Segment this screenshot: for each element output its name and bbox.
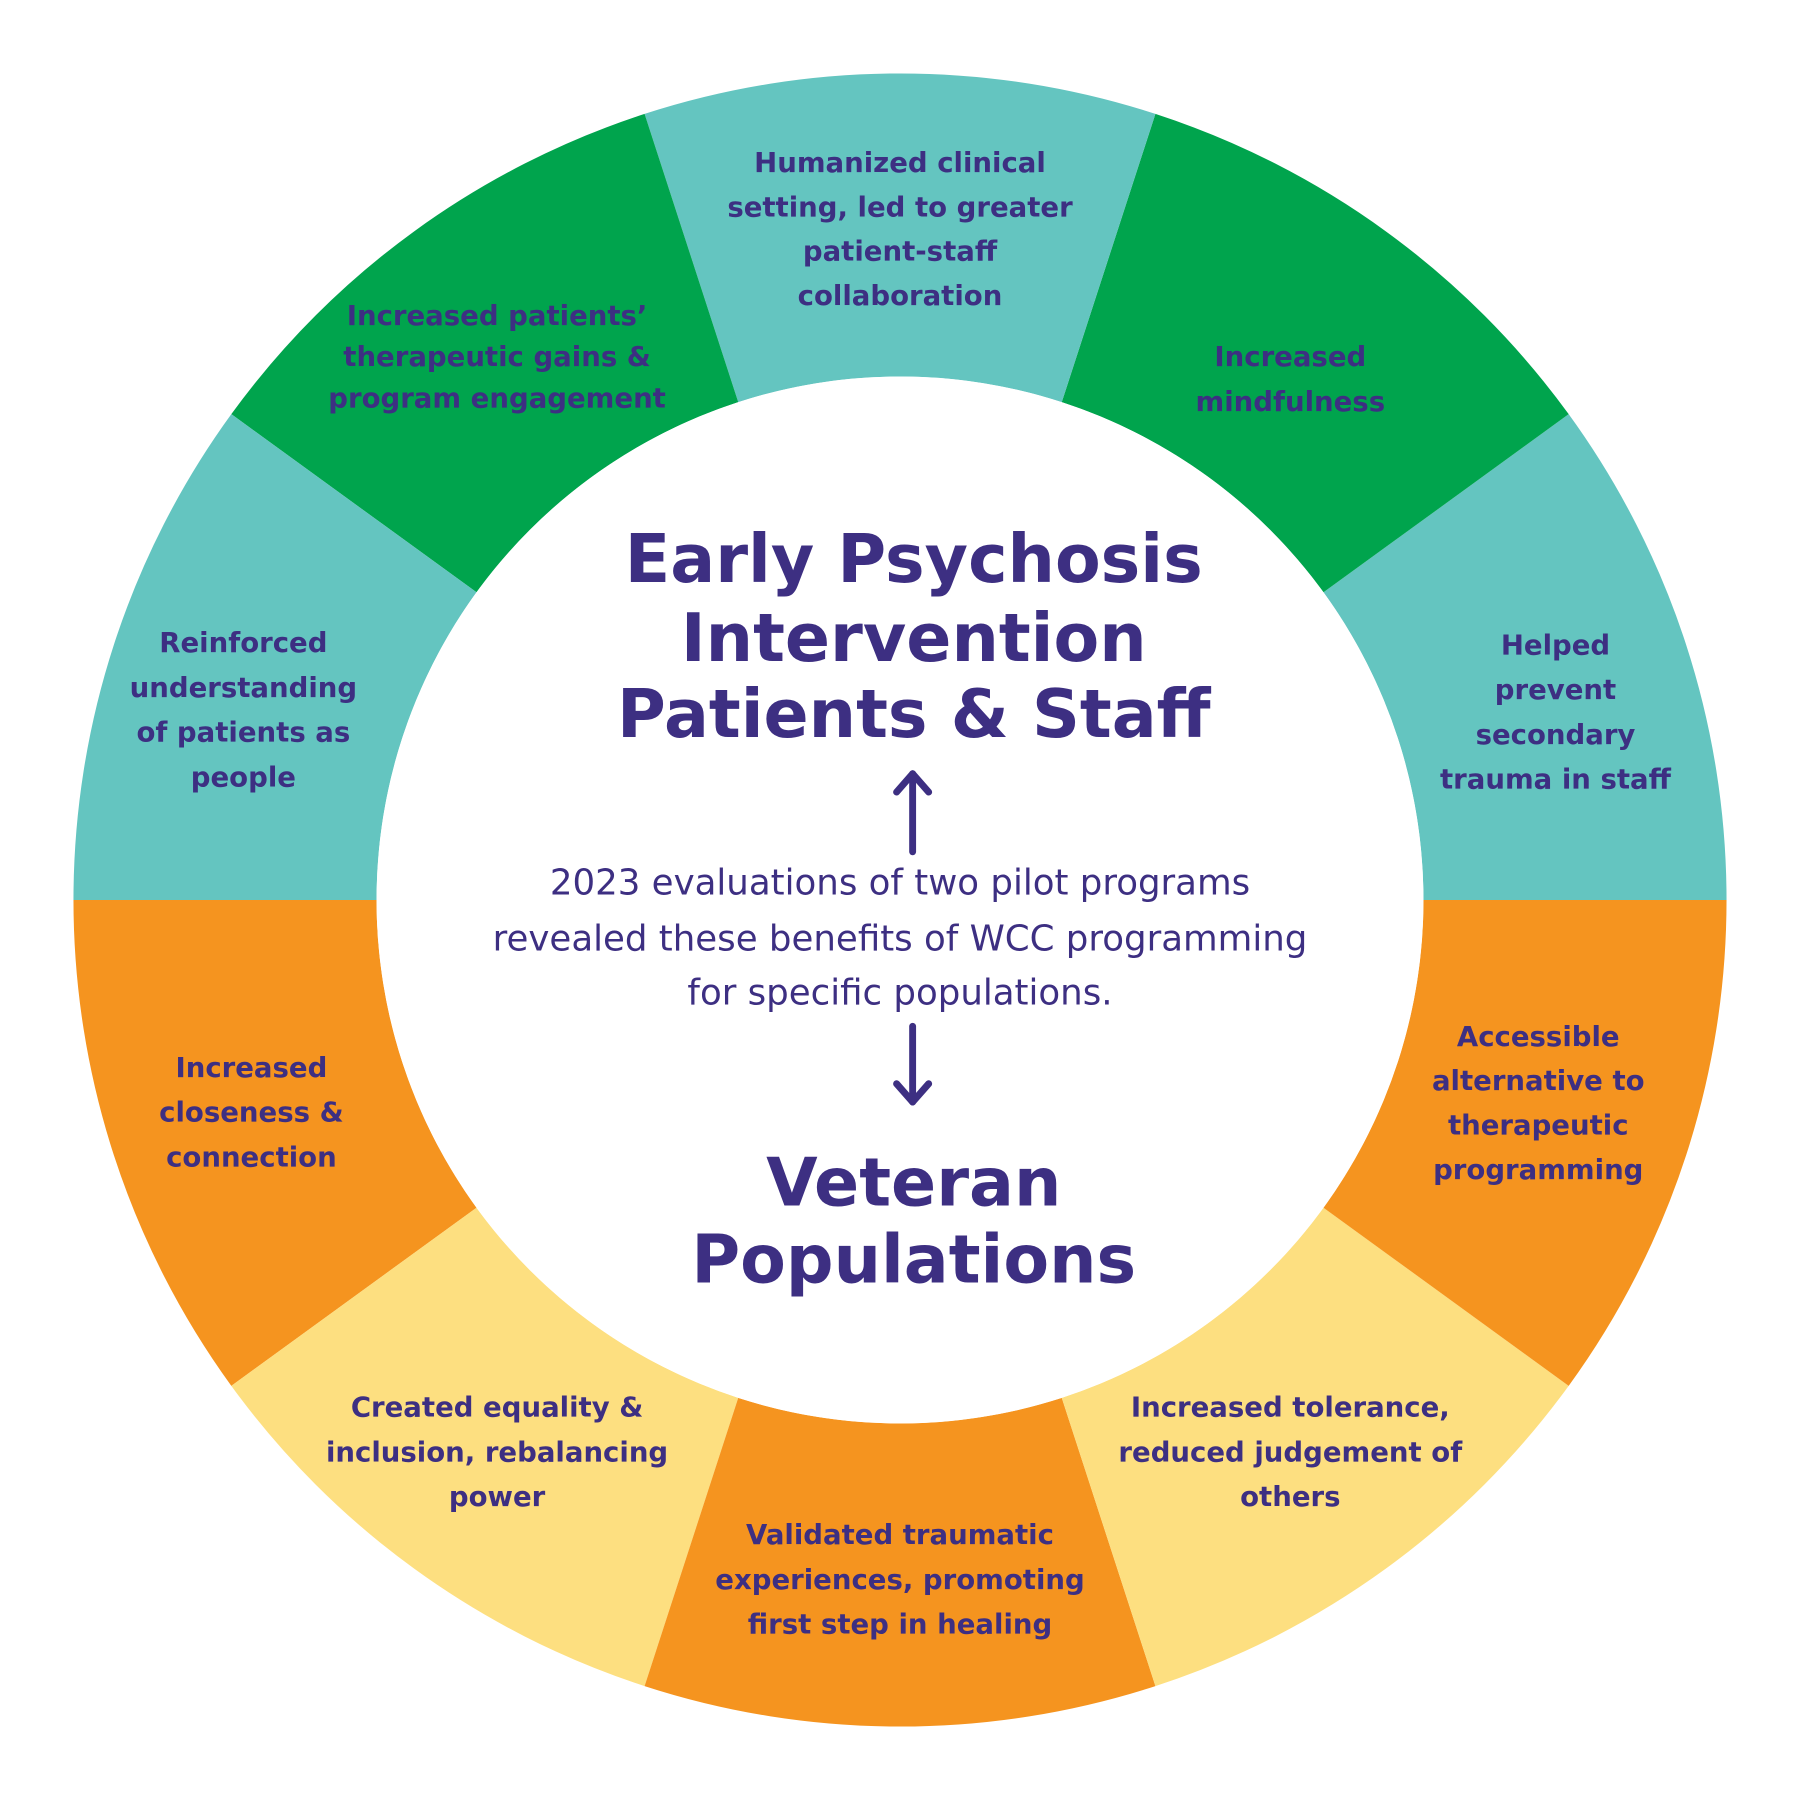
arrow-up-icon — [893, 770, 933, 856]
segment-label-line: mindfulness — [1196, 386, 1386, 418]
bottom-title-line-2: Populations — [691, 1220, 1136, 1298]
segment-label-line: trauma in staff — [1440, 764, 1672, 796]
segment-label-line: understanding — [130, 672, 357, 704]
segment-label-line: Validated traumatic — [746, 1519, 1054, 1551]
segment-teal — [73, 414, 477, 900]
segment-label-line: therapeutic — [1448, 1110, 1629, 1142]
segment-label-line: Helped — [1501, 629, 1610, 661]
segment-label-line: programming — [1433, 1154, 1643, 1186]
segment-green — [1061, 113, 1569, 593]
segment-label-line: alternative to — [1432, 1065, 1645, 1097]
segment-label-line: Increased — [1214, 341, 1366, 373]
top-title-line-2: Intervention — [681, 599, 1147, 677]
segment-label-line: experiences, promoting — [715, 1564, 1084, 1596]
arrow-down-icon — [893, 1022, 933, 1106]
segment-label-line: inclusion, rebalancing — [326, 1436, 668, 1468]
segment-label-line: Created equality & — [351, 1392, 643, 1424]
top-title-line-3: Patients & Staff — [617, 675, 1212, 753]
segment-label-line: secondary — [1476, 719, 1636, 751]
top-title-line-1: Early Psychosis — [625, 520, 1203, 598]
segment-orange — [644, 1397, 1156, 1727]
segment-label-line: Humanized clinical — [754, 147, 1046, 179]
segment-yellow — [231, 1207, 739, 1687]
wheel-segments — [73, 73, 1727, 1727]
segment-label-line: people — [191, 761, 296, 793]
segment-label-line: Increased patients’ — [347, 300, 648, 332]
segment-label-line: collaboration — [798, 280, 1003, 312]
segment-orange — [73, 900, 477, 1386]
segment-label-line: connection — [166, 1141, 337, 1173]
description-line-1: 2023 evaluations of two pilot programs — [550, 862, 1250, 903]
segment-orange — [1323, 900, 1727, 1386]
segment-label-line: therapeutic gains & — [343, 341, 651, 373]
segment-label-line: first step in healing — [748, 1609, 1052, 1641]
center-circle — [376, 376, 1424, 1424]
segment-label-line: setting, led to greater — [727, 191, 1073, 223]
segment-label-line: of patients as — [136, 717, 350, 749]
description-line-3: for specific populations. — [687, 972, 1112, 1013]
segment-label-line: patient-staff — [803, 236, 998, 268]
segment-label-line: reduced judgement of — [1118, 1436, 1463, 1468]
segment-label-line: Increased tolerance, — [1131, 1392, 1450, 1424]
description-line-2: revealed these benefits of WCC programmi… — [493, 919, 1308, 960]
segment-label-line: others — [1240, 1481, 1340, 1513]
segment-label-line: Accessible — [1457, 1021, 1620, 1053]
segment-label-line: power — [449, 1481, 546, 1513]
center-content: Early Psychosis Intervention Patients & … — [493, 520, 1308, 1298]
segment-teal — [1323, 414, 1727, 900]
segment-yellow — [1061, 1207, 1569, 1687]
segment-label-line: Reinforced — [159, 627, 327, 659]
segment-label-line: program engagement — [328, 383, 666, 415]
segment-teal — [644, 73, 1156, 403]
segment-green — [231, 113, 739, 593]
bottom-title-line-1: Veteran — [766, 1143, 1061, 1221]
segment-label-line: closeness & — [159, 1097, 343, 1129]
segment-label-line: Increased — [175, 1052, 327, 1084]
segment-label-line: prevent — [1495, 674, 1616, 706]
